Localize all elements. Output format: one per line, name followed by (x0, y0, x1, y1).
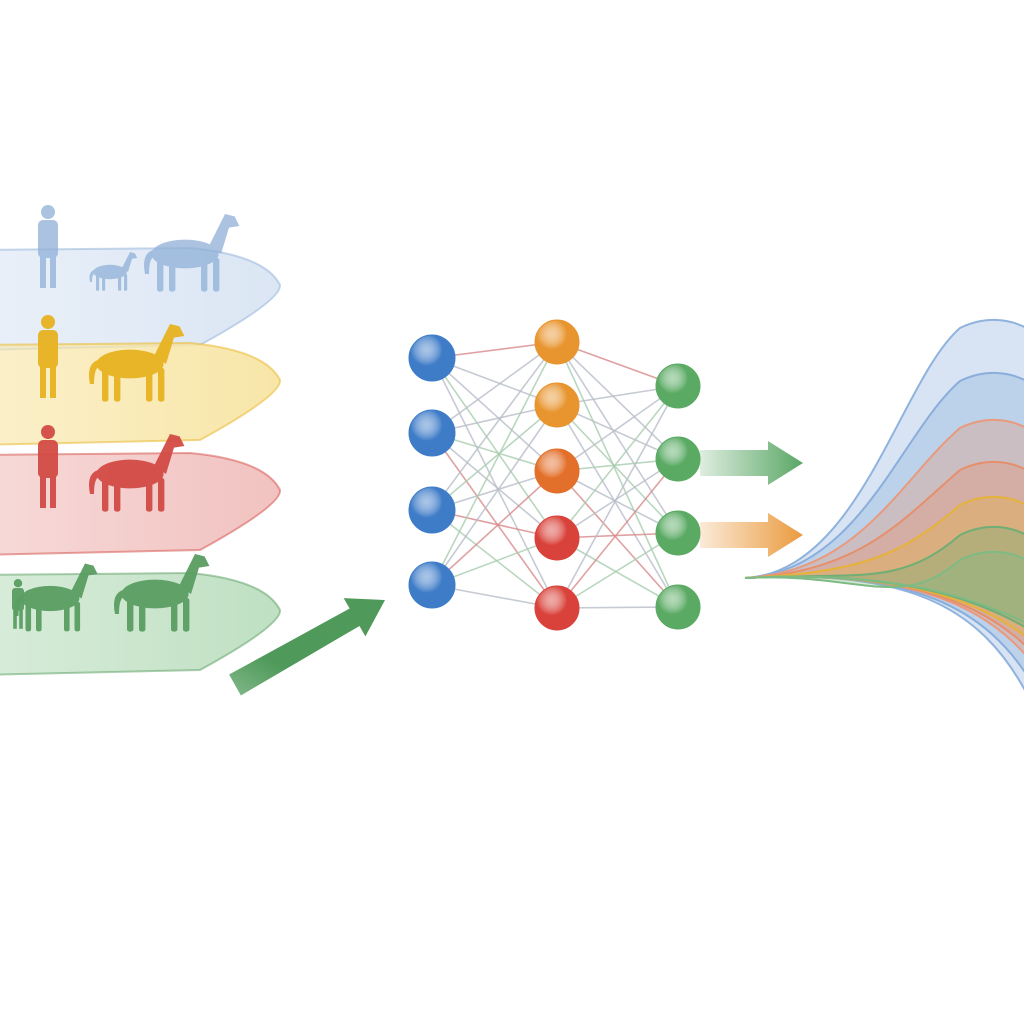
network-edge (431, 357, 558, 609)
horse-icon (89, 434, 185, 512)
dataset-platforms (0, 205, 281, 676)
network-edge (556, 385, 679, 539)
dataset-platform-blue (0, 246, 281, 351)
arrow-green (229, 598, 385, 696)
arrow-red (238, 513, 385, 564)
network-edge (556, 341, 679, 460)
input-arrows (229, 309, 390, 696)
network-edge (556, 458, 679, 609)
person-icon (38, 425, 58, 508)
network-edge (431, 432, 558, 609)
dog-icon (89, 252, 138, 291)
horse-icon (114, 554, 210, 632)
horse-icon (89, 324, 185, 402)
network-edge (431, 357, 558, 539)
network-edge (556, 385, 679, 609)
network-edge (556, 341, 679, 534)
distribution-curve-7 (744, 550, 1024, 624)
network-edge (431, 341, 558, 511)
network-edge (431, 404, 558, 586)
network-edge (556, 470, 679, 608)
network-edge (431, 341, 558, 434)
distribution-curves (744, 318, 1024, 691)
network-edge (556, 470, 679, 534)
person-icon (38, 315, 58, 398)
arrow-yellow (242, 418, 386, 473)
output-arrow-2 (700, 513, 803, 557)
network-edge (556, 404, 679, 534)
dataset-platform-red (0, 451, 281, 556)
network-edge (556, 385, 679, 472)
person-icon (38, 205, 58, 288)
network-edge (556, 537, 679, 608)
centaur-icon (14, 563, 98, 632)
output-arrows (700, 441, 803, 557)
arrow-blue (254, 309, 390, 386)
network-edge (431, 357, 558, 472)
network-edge (431, 341, 558, 586)
horse-icon (144, 214, 240, 292)
network-edge (556, 404, 679, 608)
network-nodes (408, 319, 701, 631)
network-edge (556, 341, 679, 608)
output-arrow-1 (700, 441, 803, 485)
network-edge (556, 532, 679, 609)
dataset-platform-yellow (0, 341, 281, 446)
network-edge (431, 509, 558, 609)
network-edge (431, 470, 558, 586)
network-edge (431, 432, 558, 539)
network-edge (431, 404, 558, 511)
